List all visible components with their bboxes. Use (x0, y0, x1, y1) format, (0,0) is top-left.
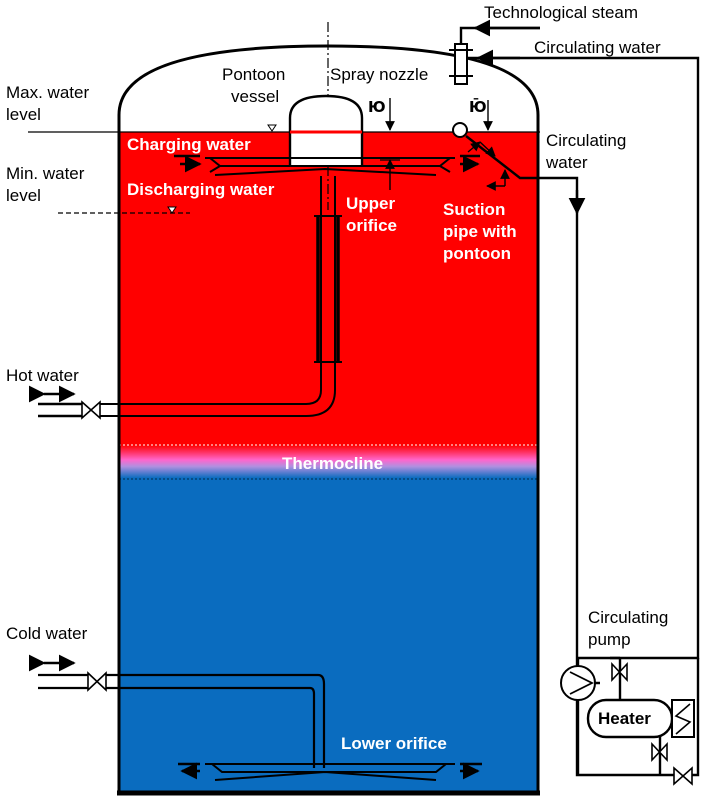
label-max-level-2: level (6, 105, 41, 124)
label-max-level-1: Max. water (6, 83, 89, 102)
thermocline-zone (119, 445, 538, 478)
charging-arrows-left (174, 156, 200, 164)
hot-water-pipe (38, 402, 82, 418)
label-pontoon-1: Pontoon (222, 65, 285, 84)
label-upper-orifice-2: orifice (346, 216, 397, 235)
heater-valve-lower[interactable] (651, 741, 668, 763)
heater-valve-upper[interactable] (611, 661, 628, 683)
cold-water-zone (119, 478, 538, 792)
label-circ-pump-1: Circulating (588, 608, 668, 627)
bypass-valve[interactable] (673, 766, 693, 786)
max-level-marker (267, 124, 277, 132)
heater-coil-icon (674, 703, 692, 735)
cold-water-valve[interactable] (87, 671, 107, 692)
label-pontoon-2: vessel (231, 87, 279, 106)
label-technological-steam: Technological steam (484, 3, 638, 22)
suction-inlet-arrow (467, 141, 481, 153)
circulating-pump[interactable] (560, 665, 596, 701)
cold-water-pipe (38, 673, 326, 768)
label-charging-water: Charging water (127, 135, 251, 154)
steam-inlet-pipe (459, 26, 540, 44)
circulating-return-pipe (467, 56, 700, 660)
suction-pipe (465, 135, 665, 777)
label-circ-water-right-2: water (545, 153, 588, 172)
label-circ-pump-2: pump (588, 630, 631, 649)
label-cold-water: Cold water (6, 624, 88, 643)
hot-water-valve[interactable] (81, 400, 101, 420)
lower-arrows-left (178, 764, 200, 771)
telescopic-pipe (100, 176, 336, 417)
label-discharging-water: Discharging water (127, 180, 275, 199)
label-min-level-1: Min. water (6, 164, 85, 183)
pump-triangle (569, 671, 595, 695)
label-upper-orifice-1: Upper (346, 194, 396, 213)
min-level-marker (167, 206, 177, 214)
suction-arrow-a (479, 141, 496, 157)
charging-arrows-right (460, 156, 480, 164)
lower-orifice-diffuser (205, 763, 455, 781)
lower-arrows-right (460, 764, 482, 771)
bypass-pipe (665, 658, 700, 777)
pump-to-heater-pipe (576, 656, 610, 775)
label-suction-2: pipe with (443, 222, 517, 241)
symbol-distance-a: Ю (368, 98, 386, 116)
label-suction-3: pontoon (443, 244, 511, 263)
label-min-level-2: level (6, 186, 41, 205)
label-thermocline: Thermocline (282, 454, 383, 473)
label-lower-orifice: Lower orifice (341, 734, 447, 753)
label-circ-water-right-1: Circulating (546, 131, 626, 150)
hot-water-zone (119, 132, 538, 445)
label-hot-water: Hot water (6, 366, 79, 385)
label-spray-nozzle: Spray nozzle (330, 65, 428, 84)
suction-pontoon-float (452, 122, 468, 138)
heater-loop-pipe (610, 656, 662, 775)
label-suction-1: Suction (443, 200, 505, 219)
label-heater: Heater (598, 709, 651, 728)
label-circulating-water-top: Circulating water (534, 38, 661, 57)
symbol-distance-b: Ю̄ (469, 96, 487, 116)
